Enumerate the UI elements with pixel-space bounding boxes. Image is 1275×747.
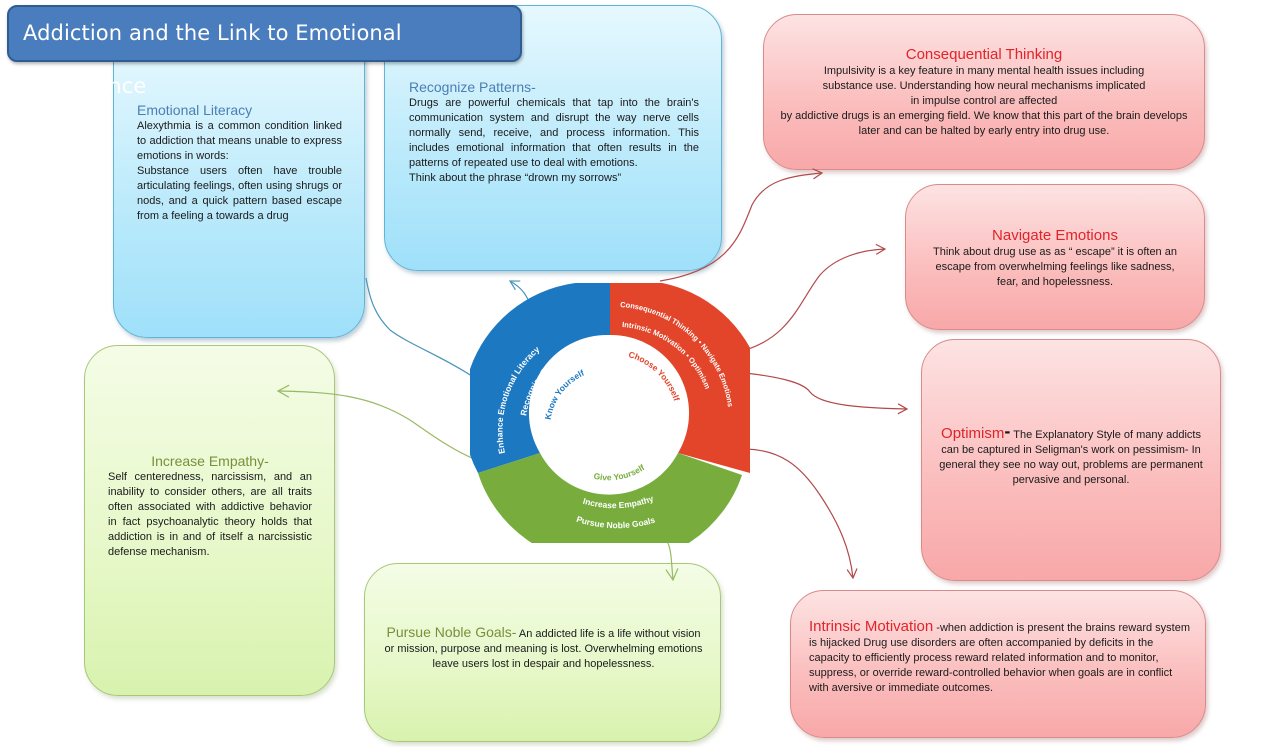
consequential-thinking-title: Consequential Thinking xyxy=(905,46,1063,63)
pursue-noble-goals-box: Pursue Noble Goals- An addicted life is … xyxy=(364,563,721,742)
intrinsic-motivation-text: -when addiction is present the brains re… xyxy=(809,622,1191,694)
optimism-content: Optimism- The Explanatory Style of many … xyxy=(934,421,1208,488)
recognize-patterns-box: Recognize Patterns- Drugs are powerful c… xyxy=(384,5,722,271)
navigate-emotions-title: Navigate Emotions xyxy=(992,227,1118,244)
optimism-title: Optimism xyxy=(941,425,1005,442)
navigate-emotions-text: Think about drug use as as “ escape” it … xyxy=(933,246,1177,288)
pursue-noble-goals-text: An addicted life is a life without visio… xyxy=(384,628,703,670)
emotional-literacy-box: Emotional Literacy Alexythmia is a commo… xyxy=(113,40,365,338)
consequential-thinking-text-1: Impulsivity is a key feature in many men… xyxy=(822,65,1146,107)
wheel-segment-choose-yourself xyxy=(610,283,750,473)
recognize-patterns-text-2: Think about the phrase “drown my sorrows… xyxy=(409,172,622,184)
arrow-to-navigate-emotions xyxy=(737,243,887,353)
arrow-to-intrinsic-motivation xyxy=(745,448,858,580)
pursue-noble-goals-content: Pursue Noble Goals- An addicted life is … xyxy=(383,623,704,672)
optimism-box: Optimism- The Explanatory Style of many … xyxy=(921,339,1221,581)
emotional-literacy-title: Emotional Literacy xyxy=(137,102,253,118)
intrinsic-motivation-content: Intrinsic Motivation -when addiction is … xyxy=(809,617,1191,696)
navigate-emotions-box: Navigate Emotions Think about drug use a… xyxy=(905,184,1205,330)
emotional-literacy-text-1: Alexythmia is a common condition linked … xyxy=(137,120,342,162)
increase-empathy-title: Increase Empathy- xyxy=(151,453,269,469)
consequential-thinking-text-2: by addictive drugs is an emerging field.… xyxy=(780,110,1188,137)
optimism-text: The Explanatory Style of many addicts ca… xyxy=(939,429,1203,486)
arrow-to-optimism xyxy=(744,372,909,415)
increase-empathy-box: Increase Empathy- Self centeredness, nar… xyxy=(84,345,335,696)
page-title: Addiction and the Link to Emotional Inte… xyxy=(7,5,522,98)
optimism-dash: - xyxy=(1004,421,1011,441)
recognize-patterns-text-1: Drugs are powerful chemicals that tap in… xyxy=(409,97,699,169)
arrow-to-emotional-literacy xyxy=(365,277,476,379)
consequential-thinking-box: Consequential Thinking Impulsivity is a … xyxy=(763,14,1205,170)
recognize-patterns-title: Recognize Patterns- xyxy=(409,79,536,95)
increase-empathy-text: Self centeredness, narcissism, and an in… xyxy=(108,471,312,558)
intrinsic-motivation-box: Intrinsic Motivation -when addiction is … xyxy=(790,590,1206,738)
pursue-noble-goals-title: Pursue Noble Goals- xyxy=(386,624,517,640)
intrinsic-motivation-title: Intrinsic Motivation xyxy=(809,618,934,635)
wheel-center xyxy=(534,337,686,489)
emotional-intelligence-wheel: Enhance Emotional Literacy Recognize Pat… xyxy=(470,283,750,543)
emotional-literacy-text-2: Substance users often have trouble artic… xyxy=(137,165,342,222)
